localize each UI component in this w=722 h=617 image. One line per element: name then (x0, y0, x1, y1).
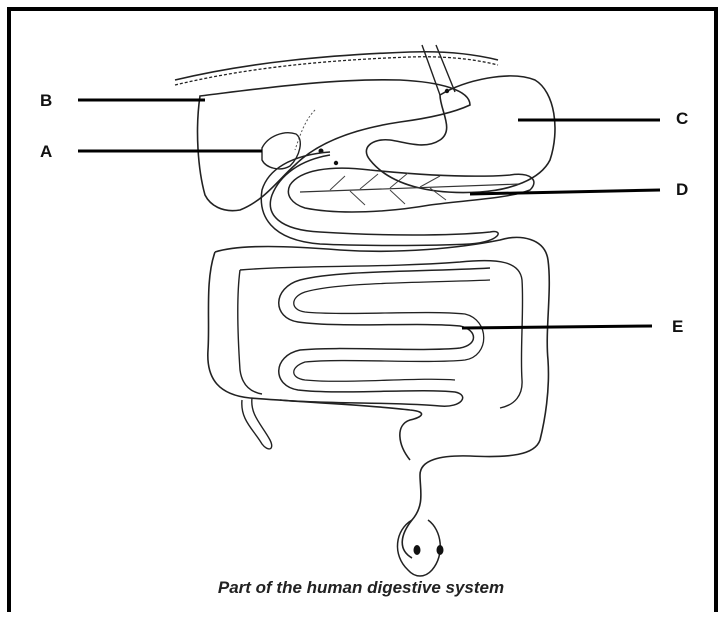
label-c: C (676, 109, 688, 129)
diaphragm (175, 52, 498, 80)
label-b: B (40, 91, 52, 111)
duodenum (261, 152, 498, 246)
label-e: E (672, 317, 683, 337)
gall-bladder (262, 133, 300, 169)
large-intestine (208, 237, 549, 558)
figure-caption: Part of the human digestive system (0, 578, 722, 598)
appendix (242, 398, 272, 449)
label-d: D (676, 180, 688, 200)
label-a: A (40, 142, 52, 162)
small-intestine (279, 268, 490, 406)
pointer-line-d (470, 190, 660, 194)
pointer-line-e (462, 326, 652, 328)
